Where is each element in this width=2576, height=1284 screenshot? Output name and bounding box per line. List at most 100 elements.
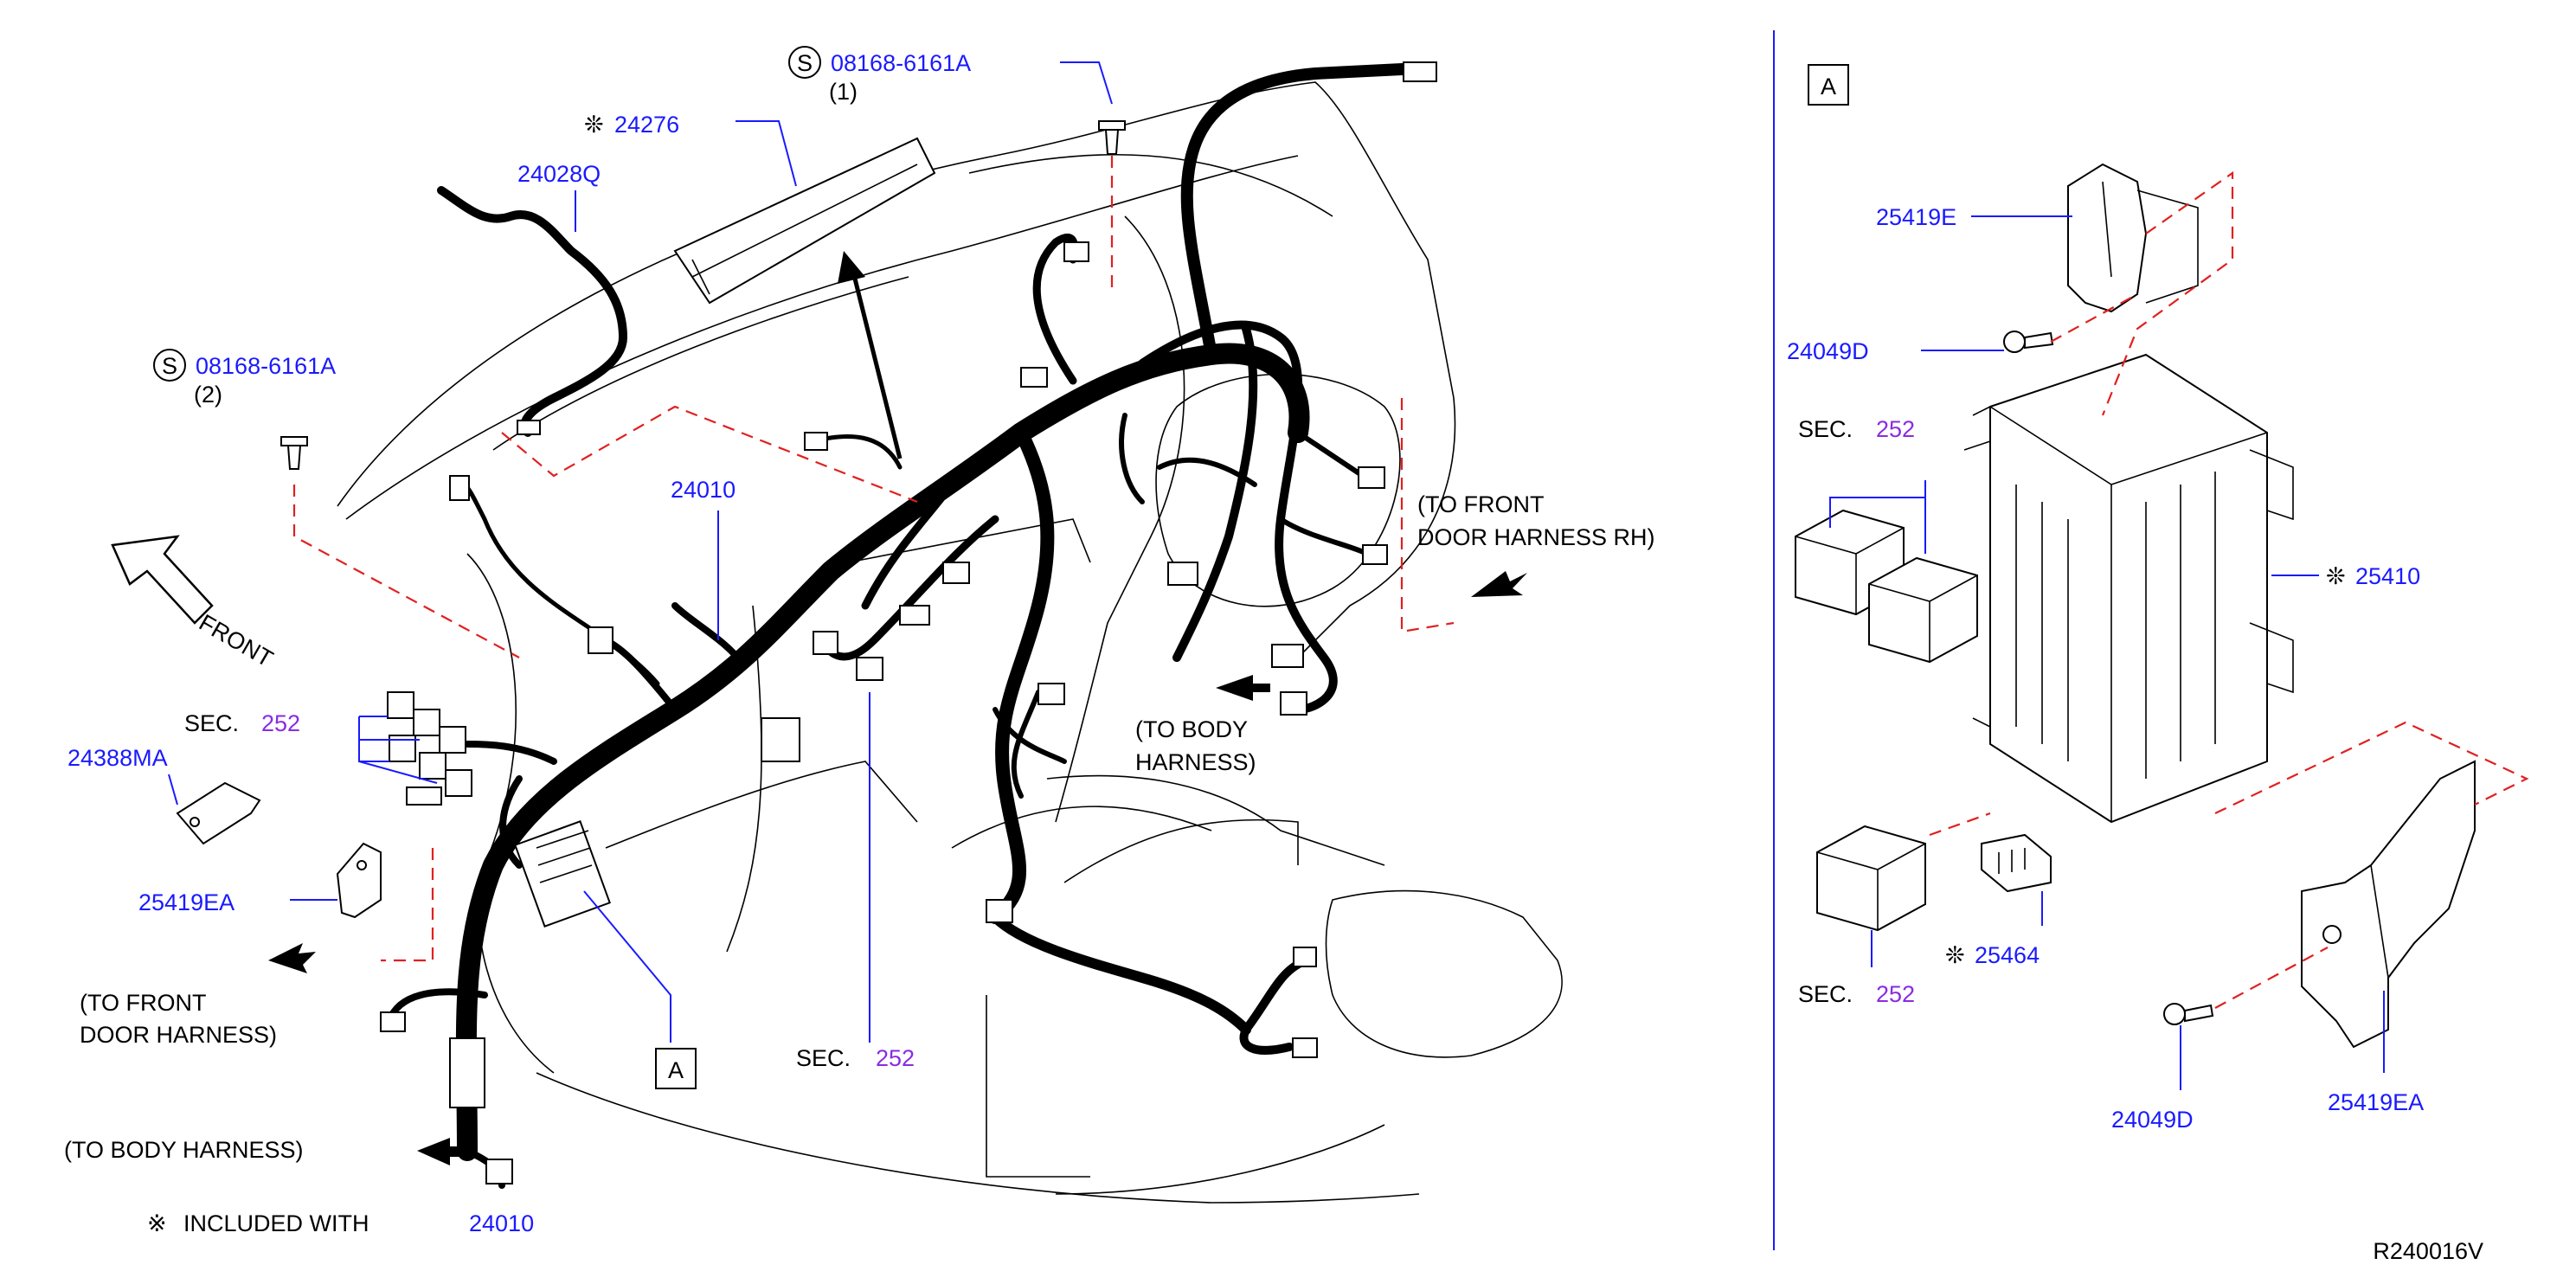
part-number-24276: 24276 bbox=[614, 112, 679, 138]
fuse-block-25410 bbox=[1963, 353, 2294, 824]
view-a-marker bbox=[655, 1048, 697, 1089]
part-number-25464: 25464 bbox=[1975, 942, 2040, 968]
connector-icon bbox=[380, 1011, 406, 1032]
screw-qty: (2) bbox=[194, 382, 222, 408]
connector-icon bbox=[1020, 367, 1048, 388]
note-to-body: (TO BODY bbox=[1135, 716, 1248, 742]
connectors bbox=[380, 61, 1437, 1184]
note-to-front-door-rh: DOOR HARNESS RH) bbox=[1417, 524, 1655, 550]
bolt-icon bbox=[1098, 120, 1126, 155]
part-number-24010: 24010 bbox=[671, 477, 736, 503]
included-with-note: INCLUDED WITH bbox=[183, 1210, 369, 1236]
sec-number: 252 bbox=[261, 710, 300, 736]
s-mark-icon bbox=[788, 46, 821, 79]
bracket-25419ea-right bbox=[2301, 760, 2476, 1049]
labels-detail-a: A 25419E 24049D SEC. 252 ❊ 25410 ❊ 25464… bbox=[1787, 64, 2483, 1264]
detail-a-title: A bbox=[1821, 74, 1836, 100]
detail-a-marker bbox=[1808, 64, 1849, 106]
dashed-alignment-lines bbox=[292, 156, 1455, 962]
leader-lines-detail-a bbox=[1829, 215, 2385, 1090]
connector-icon bbox=[485, 1159, 513, 1184]
included-part-number: 24010 bbox=[469, 1210, 534, 1236]
front-arrow-icon bbox=[111, 535, 214, 625]
connector-icon bbox=[856, 657, 883, 681]
sec-label: SEC. bbox=[1798, 981, 1853, 1007]
connector-icon bbox=[588, 626, 613, 654]
sec-label: SEC. bbox=[796, 1045, 851, 1071]
bracket-icon bbox=[761, 717, 800, 762]
part-number-24049d: 24049D bbox=[2111, 1107, 2194, 1133]
sec-number: 252 bbox=[1876, 416, 1915, 442]
grommet-icon bbox=[449, 1037, 485, 1108]
gear-mark-icon: ❊ bbox=[584, 112, 604, 138]
arrow-icon bbox=[268, 943, 316, 973]
connector-icon bbox=[1358, 466, 1385, 489]
fuse-25464-icon bbox=[1981, 833, 2052, 893]
screw-part-number: 08168-6161A bbox=[196, 353, 336, 379]
connector-icon bbox=[804, 432, 828, 451]
connector-icon bbox=[899, 605, 930, 626]
arrow-icon bbox=[417, 1138, 467, 1165]
connector-icon bbox=[942, 562, 970, 584]
s-mark-icon bbox=[153, 349, 186, 382]
part-number-25419ea: 25419EA bbox=[138, 889, 234, 915]
connector-icon bbox=[1403, 61, 1437, 82]
part-number-25410: 25410 bbox=[2355, 563, 2420, 589]
connector-icon bbox=[986, 899, 1013, 923]
detail-a-parts bbox=[1795, 163, 2476, 1049]
sec-number: 252 bbox=[876, 1045, 915, 1071]
sub-harness-24028q bbox=[437, 186, 627, 437]
part-number-24388ma: 24388MA bbox=[67, 745, 168, 771]
s-mark: S bbox=[162, 353, 177, 379]
gear-mark-icon: ❊ bbox=[1945, 942, 1965, 968]
relay-icon bbox=[1816, 825, 1926, 932]
note-to-body: HARNESS) bbox=[1135, 749, 1256, 775]
note-to-front-door-rh: (TO FRONT bbox=[1417, 491, 1544, 517]
leader-lines-main bbox=[168, 61, 1113, 1043]
connector-icon bbox=[1362, 544, 1388, 565]
relay-cluster bbox=[387, 691, 472, 806]
sec-label: SEC. bbox=[1798, 416, 1853, 442]
note-to-front-door: (TO FRONT bbox=[80, 990, 206, 1016]
connector-icon bbox=[517, 420, 541, 435]
part-number-24028q: 24028Q bbox=[517, 161, 601, 187]
connector-icon bbox=[1292, 1037, 1318, 1058]
connector-icon bbox=[813, 631, 838, 655]
connector-icon bbox=[449, 475, 470, 501]
part-24388ma-bracket bbox=[176, 781, 261, 845]
arrow-icon bbox=[1471, 571, 1527, 597]
sec-label: SEC. bbox=[184, 710, 239, 736]
gear-mark-icon: ❊ bbox=[2326, 563, 2346, 589]
connector-icon bbox=[1271, 644, 1304, 668]
bolt-icon bbox=[280, 436, 308, 470]
main-harness-24010 bbox=[386, 63, 1408, 1189]
connector-icon bbox=[1280, 691, 1307, 716]
part-24276-module bbox=[673, 137, 936, 305]
bolts bbox=[280, 120, 1126, 470]
part-number-25419e: 25419E bbox=[1876, 204, 1956, 230]
connector-icon bbox=[1063, 241, 1089, 262]
arrow-icon bbox=[1216, 675, 1270, 701]
part-number-24049d: 24049D bbox=[1787, 338, 1869, 364]
screw-icon bbox=[2003, 331, 2054, 353]
relay-icon bbox=[1868, 556, 1978, 664]
detail-a-dashed-lines bbox=[1929, 170, 2529, 1009]
part-25419ea-bracket-left bbox=[336, 842, 382, 919]
part-number-25419ea: 25419EA bbox=[2328, 1089, 2424, 1115]
sec-number: 252 bbox=[1876, 981, 1915, 1007]
view-a-label: A bbox=[668, 1057, 684, 1083]
connector-icon bbox=[1037, 683, 1065, 705]
note-to-front-door: DOOR HARNESS) bbox=[80, 1022, 277, 1048]
labels-main: S 08168-6161A (1) ❊ 24276 24028Q S 08168… bbox=[64, 46, 1655, 1236]
direction-arrows bbox=[111, 535, 1527, 1165]
front-label: FRONT bbox=[195, 609, 278, 671]
connector-icon bbox=[1167, 562, 1198, 586]
note-to-body-harness: (TO BODY HARNESS) bbox=[64, 1137, 304, 1163]
screw-part-number: 08168-6161A bbox=[831, 50, 971, 76]
fuse-block-on-harness bbox=[514, 820, 611, 928]
s-mark: S bbox=[797, 50, 813, 76]
diagram-code: R240016V bbox=[2373, 1238, 2483, 1264]
arrow-to-24276 bbox=[838, 251, 903, 459]
connector-icon bbox=[1293, 947, 1317, 967]
